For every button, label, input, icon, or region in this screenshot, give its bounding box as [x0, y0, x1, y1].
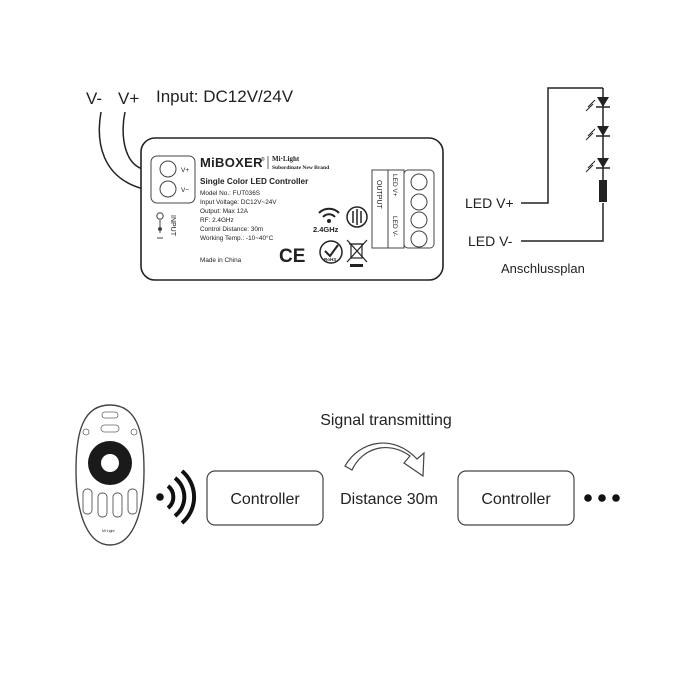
remote-power-button	[100, 424, 120, 433]
spec-line: Working Temp.: -10~40°C	[200, 234, 274, 242]
output-side-label: OUTPUT	[375, 180, 382, 210]
spec-line: Output: Max 12A	[200, 208, 249, 215]
distance-label: Distance 30m	[340, 491, 438, 508]
controller-2-label: Controller	[481, 491, 551, 508]
wiring-caption: Anschlussplan	[501, 261, 585, 276]
led-strip	[585, 88, 610, 202]
spec-line: Model No.: FUT036S	[200, 190, 260, 197]
controller-box-1	[206, 470, 324, 526]
weee-bin-icon	[346, 239, 368, 267]
sub-brand-2: Subordinate New Brand	[272, 165, 329, 171]
wiring-diagram: V- V+ Input: DC12V/24V LED V+ LED V-	[86, 87, 610, 276]
wire-led-v-minus	[521, 203, 604, 242]
device-body	[140, 137, 444, 281]
remote-button	[97, 492, 108, 518]
output-terminal	[410, 230, 428, 248]
output-terminal	[410, 193, 428, 211]
remote-button-row	[82, 488, 138, 518]
remote-button	[112, 492, 123, 518]
controller-device: V+ V− INPUT MiBOXER ® Mi·Light Subordina…	[140, 137, 444, 281]
output-terminal	[410, 211, 428, 229]
output-terminal-block	[403, 169, 435, 249]
remote-indicator	[101, 411, 119, 419]
remote-control: Mi·Light	[75, 404, 145, 546]
spec-list: Model No.: FUT036S Input Voltage: DC12V~…	[200, 190, 277, 242]
device-title: Single Color LED Controller	[200, 177, 309, 186]
input-side-label: INPUT	[169, 215, 176, 237]
brand-registered: ®	[261, 156, 265, 163]
output-vminus-label: LED V-	[391, 216, 398, 237]
remote-button	[127, 488, 138, 515]
more-ellipsis-icon	[584, 494, 620, 502]
signal-diagram: Mi·Light Controller Signal transmitting …	[75, 404, 620, 546]
sub-brand-1: Mi·Light	[272, 155, 300, 163]
wireless-icon	[318, 207, 340, 223]
spec-line: Input Voltage: DC12V~24V	[200, 199, 277, 206]
wire-led-v-plus	[521, 87, 603, 204]
signal-waves-icon	[156, 469, 197, 525]
rohs-label: RoHS	[324, 257, 336, 262]
led-diode-3	[585, 158, 610, 173]
remote-pairing-icon	[346, 206, 368, 228]
input-polarity-icon	[156, 212, 164, 239]
remote-dial-center	[101, 454, 119, 472]
v-minus-label: V-	[86, 89, 102, 108]
led-v-plus-label: LED V+	[465, 195, 514, 211]
wire-v-minus	[98, 111, 149, 191]
output-terminal	[410, 173, 428, 191]
rohs-icon: RoHS	[319, 240, 343, 264]
output-vplus-label: LED V+	[391, 174, 398, 197]
made-in-label: Made in China	[200, 257, 242, 264]
input-vplus-label: V+	[181, 167, 189, 174]
spec-line: RF: 2.4GHz	[200, 217, 234, 224]
input-vminus-label: V−	[181, 187, 189, 194]
ce-mark: CE	[279, 246, 305, 267]
input-terminal-vplus	[159, 160, 177, 178]
v-plus-label: V+	[118, 89, 139, 108]
led-diode-2	[585, 126, 610, 141]
transmission-arrow-icon	[344, 442, 425, 478]
remote-button	[82, 488, 93, 515]
rf-badge: 2.4GHz	[313, 225, 339, 234]
spec-line: Control Distance: 30m	[200, 226, 263, 233]
led-diode-1	[585, 97, 610, 112]
brand-logo: MiBOXER	[200, 155, 263, 170]
led-v-minus-label: LED V-	[468, 233, 513, 249]
input-terminal-vminus	[159, 180, 177, 198]
remote-brand: Mi·Light	[102, 529, 114, 533]
input-terminal-block	[150, 155, 196, 204]
controller-1-label: Controller	[230, 491, 300, 508]
controller-box-2	[457, 470, 575, 526]
resistor	[599, 180, 607, 202]
input-voltage-label: Input: DC12V/24V	[156, 87, 294, 106]
signal-title: Signal transmitting	[320, 412, 452, 429]
